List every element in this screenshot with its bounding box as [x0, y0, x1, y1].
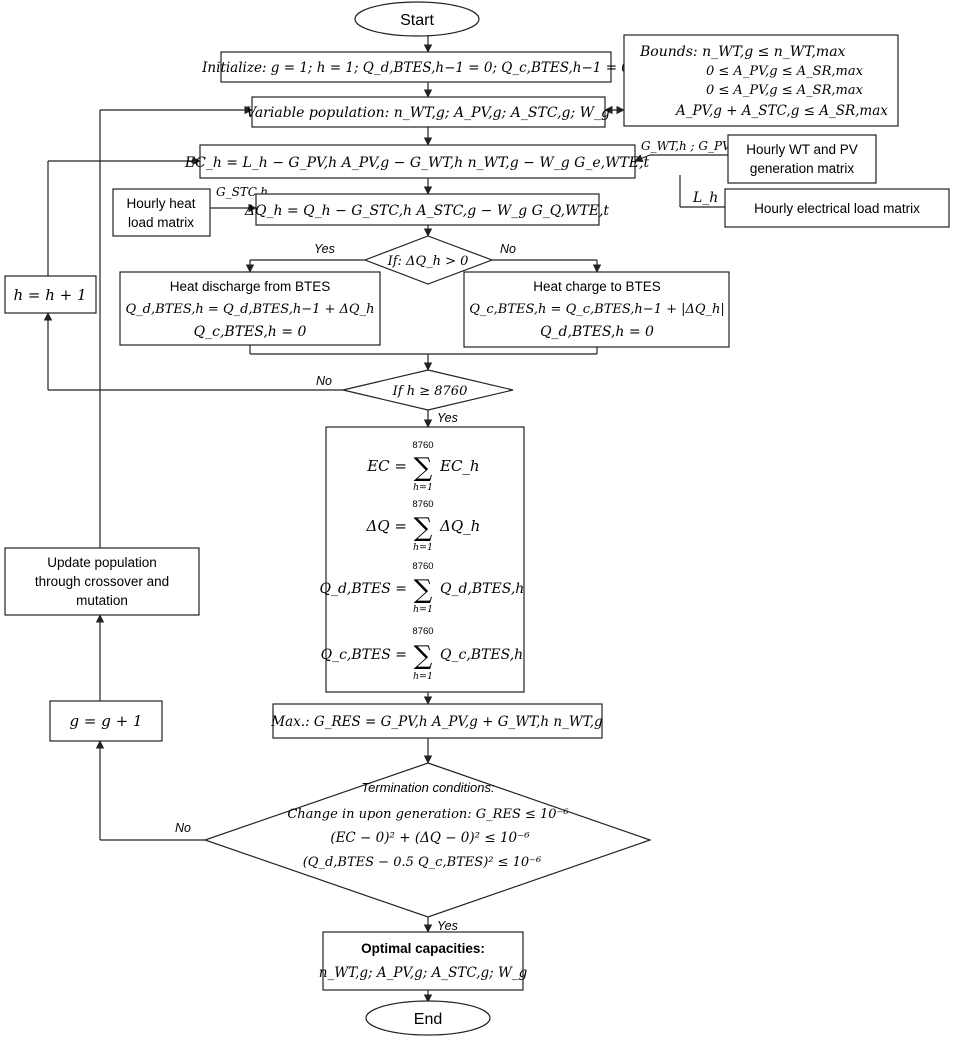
- sum-dq-lhs: ΔQ =: [366, 517, 407, 535]
- ec-equation-text: EC_h = L_h − G_PV,h A_PV,g − G_WT,h n_WT…: [184, 155, 650, 171]
- g-wt-pv-label: G_WT,h ; G_PV,h: [641, 139, 740, 153]
- heat-charge-eq-2: Q_d,BTES,h = 0: [540, 324, 654, 340]
- optimal-capacities-vars: n_WT,g; A_PV,g; A_STC,g; W_g: [319, 965, 528, 981]
- start-label: Start: [400, 12, 434, 29]
- sum-qd-lower: h=1: [413, 604, 433, 615]
- g-increment-text: g = g + 1: [70, 712, 143, 730]
- sum-dq: ΔQ = 8760 ∑ h=1 ΔQ_h: [366, 499, 481, 553]
- dq-equation-box: [255, 193, 600, 226]
- sum-qd-sigma: ∑: [414, 575, 433, 605]
- heat-charge-box: [463, 271, 730, 348]
- bounds-line-2: 0 ≤ A_PV,g ≤ A_SR,max: [706, 64, 864, 79]
- bounds-line-1: Bounds: n_WT,g ≤ n_WT,max: [639, 44, 846, 60]
- optimal-capacities-box: [322, 931, 524, 991]
- start-terminal: [354, 1, 480, 37]
- end-label: End: [414, 1011, 442, 1028]
- sum-qc-rhs: Q_c,BTES,h: [440, 647, 523, 663]
- dq-no-label: No: [500, 242, 516, 256]
- connectors: [43, 36, 728, 1003]
- hourly-heat-line-1: Hourly heat: [126, 196, 195, 211]
- sum-ec-sigma: ∑: [414, 453, 433, 483]
- heat-charge-eq-1: Q_c,BTES,h = Q_c,BTES,h−1 + |ΔQ_h|: [469, 302, 725, 317]
- bounds-line-4: A_PV,g + A_STC,g ≤ A_SR,max: [674, 103, 888, 119]
- optimal-capacities-title: Optimal capacities:: [361, 941, 485, 956]
- h-yes-label: Yes: [437, 411, 458, 425]
- h-increment-box: [4, 275, 97, 314]
- bounds-box: [623, 34, 899, 127]
- sum-ec-lower: h=1: [413, 482, 433, 493]
- termination-yes-label: Yes: [437, 919, 458, 933]
- bounds-line-3: 0 ≤ A_PV,g ≤ A_SR,max: [706, 83, 864, 98]
- hourly-wt-pv-line-2: generation matrix: [750, 161, 855, 176]
- update-population-line-2: through crossover and: [35, 574, 169, 589]
- sum-dq-lower: h=1: [413, 542, 433, 553]
- hourly-electrical-text: Hourly electrical load matrix: [754, 201, 920, 216]
- sum-qc: Q_c,BTES = 8760 ∑ h=1 Q_c,BTES,h: [321, 626, 524, 682]
- sum-qc-sigma: ∑: [414, 641, 433, 671]
- g-increment-box: [49, 700, 163, 742]
- heat-discharge-eq-2: Q_c,BTES,h = 0: [194, 324, 307, 340]
- hourly-electrical-box: [724, 188, 950, 228]
- termination-line-3: (Q_d,BTES − 0.5 Q_c,BTES)² ≤ 10⁻⁶: [303, 855, 542, 870]
- hourly-wt-pv-box: [727, 134, 877, 184]
- sum-qd: Q_d,BTES = 8760 ∑ h=1 Q_d,BTES,h: [319, 561, 524, 615]
- h-decision-text: If h ≥ 8760: [392, 384, 468, 399]
- dq-equation-text: ΔQ_h = Q_h − G_STC,h A_STC,g − W_g G_Q,W…: [244, 203, 610, 219]
- max-objective-text: Max.: G_RES = G_PV,h A_PV,g + G_WT,h n_W…: [270, 714, 603, 730]
- termination-diamond: [203, 762, 652, 918]
- h-decision-diamond: [342, 369, 514, 411]
- dq-yes-label: Yes: [314, 242, 335, 256]
- termination-title: Termination conditions:: [361, 780, 495, 795]
- termination-line-1: Change in upon generation: G_RES ≤ 10⁻⁶: [287, 807, 568, 822]
- hourly-wt-pv-line-1: Hourly WT and PV: [746, 142, 858, 157]
- l-h-label: L_h: [692, 190, 718, 206]
- ec-equation-box: [199, 144, 636, 179]
- h-increment-text: h = h + 1: [13, 286, 86, 304]
- sum-qd-rhs: Q_d,BTES,h: [440, 581, 524, 597]
- heat-discharge-title: Heat discharge from BTES: [170, 279, 331, 294]
- sum-qc-lower: h=1: [413, 671, 433, 682]
- sums-box: [325, 426, 525, 693]
- sum-dq-sigma: ∑: [414, 513, 433, 543]
- max-objective-box: [272, 703, 603, 739]
- g-stc-label: G_STC,h: [216, 185, 268, 199]
- termination-no-label: No: [175, 821, 191, 835]
- sum-dq-rhs: ΔQ_h: [439, 517, 480, 535]
- sum-ec: EC = 8760 ∑ h=1 EC_h: [366, 440, 479, 493]
- sum-qd-upper: 8760: [412, 561, 433, 572]
- initialize-box: [220, 51, 612, 83]
- heat-charge-title: Heat charge to BTES: [533, 279, 661, 294]
- sum-ec-lhs: EC =: [366, 457, 407, 475]
- sum-qd-lhs: Q_d,BTES =: [319, 581, 407, 597]
- update-population-line-1: Update population: [47, 555, 157, 570]
- sum-ec-upper: 8760: [412, 440, 433, 451]
- variable-population-box: [251, 96, 606, 128]
- h-no-label: No: [316, 374, 332, 388]
- dq-decision-text: If: ΔQ_h > 0: [387, 254, 469, 269]
- end-terminal: [365, 1000, 491, 1036]
- sum-dq-upper: 8760: [412, 499, 433, 510]
- heat-discharge-box: [119, 271, 381, 346]
- sum-qc-upper: 8760: [412, 626, 433, 637]
- initialize-text: Initialize: g = 1; h = 1; Q_d,BTES,h−1 =…: [201, 60, 630, 76]
- sum-ec-rhs: EC_h: [439, 457, 480, 475]
- variable-population-text: Variable population: n_WT,g; A_PV,g; A_S…: [246, 105, 610, 121]
- sum-qc-lhs: Q_c,BTES =: [321, 647, 407, 663]
- dq-decision-diamond: [363, 235, 494, 285]
- update-population-box: [4, 547, 200, 616]
- hourly-heat-box: [112, 188, 211, 237]
- hourly-heat-line-2: load matrix: [128, 215, 194, 230]
- heat-discharge-eq-1: Q_d,BTES,h = Q_d,BTES,h−1 + ΔQ_h: [126, 302, 375, 317]
- termination-line-2: (EC − 0)² + (ΔQ − 0)² ≤ 10⁻⁶: [330, 830, 530, 846]
- update-population-line-3: mutation: [76, 593, 128, 608]
